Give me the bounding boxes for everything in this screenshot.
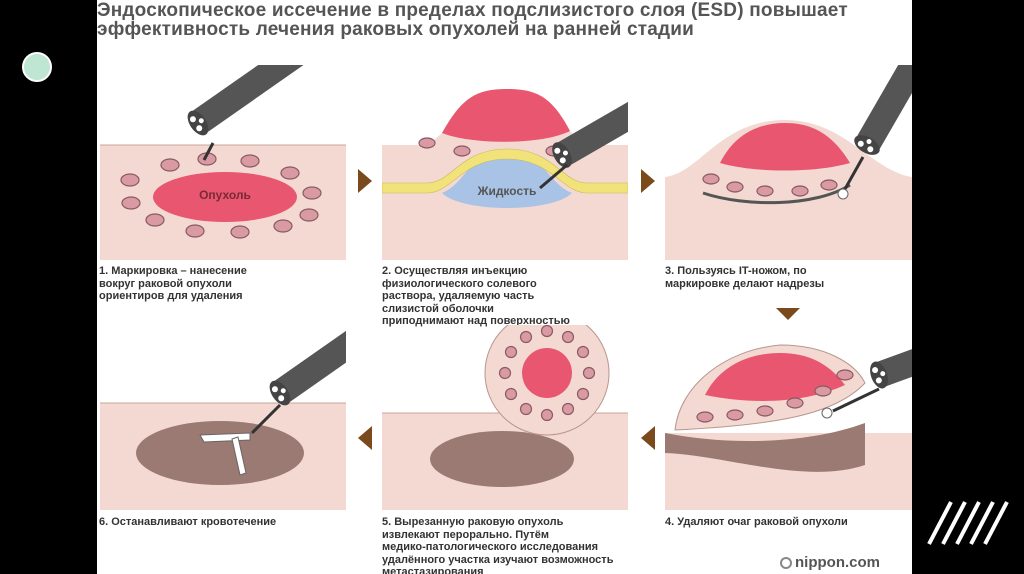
step-5-caption: 5. Вырезанную раковую опухоль извлекают … bbox=[382, 516, 614, 574]
arrow-right-2 bbox=[641, 169, 655, 193]
panel-step-3 bbox=[665, 65, 912, 260]
panel-step-5 bbox=[382, 325, 628, 510]
liquid-label: Жидкость bbox=[477, 184, 537, 198]
endoscope-icon bbox=[269, 325, 346, 406]
arrow-left-1 bbox=[358, 426, 372, 450]
watermark: nippon.com bbox=[780, 554, 880, 571]
endoscope-icon bbox=[187, 65, 327, 136]
step-2-caption: 2. Осуществляя инъекцию физиологического… bbox=[382, 265, 570, 327]
step-3-caption: 3. Пользуясь IT-ножом, по маркировке дел… bbox=[665, 265, 825, 290]
endoscope-icon bbox=[870, 325, 912, 389]
step-3-illustration bbox=[665, 65, 912, 260]
page-title: Эндоскопическое иссечение в пределах под… bbox=[97, 0, 848, 40]
arrow-right-1 bbox=[358, 169, 372, 193]
arrow-down bbox=[776, 308, 800, 320]
panel-step-1 bbox=[100, 65, 346, 260]
arrow-left-2 bbox=[641, 426, 655, 450]
tumor-label: Опухоль bbox=[199, 188, 251, 202]
panel-step-6 bbox=[100, 325, 346, 510]
nippon-logo-icon bbox=[780, 557, 792, 570]
step-6-caption: 6. Останавливают кровотечение bbox=[99, 516, 277, 528]
step-5-illustration bbox=[382, 325, 628, 510]
panel-step-4 bbox=[665, 325, 912, 510]
step-6-illustration bbox=[100, 325, 346, 510]
step-4-illustration bbox=[665, 325, 912, 510]
stripes-icon bbox=[927, 501, 1009, 545]
step-4-caption: 4. Удаляют очаг раковой опухоли bbox=[665, 516, 848, 528]
step-1-caption: 1. Маркировка – нанесение вокруг раковой… bbox=[99, 265, 247, 302]
step-1-illustration bbox=[100, 65, 346, 260]
endoscope-icon bbox=[552, 70, 628, 168]
panel-step-2: Жидкость bbox=[382, 65, 628, 260]
step-2-illustration: Жидкость bbox=[382, 70, 628, 260]
slide: Эндоскопическое иссечение в пределах под… bbox=[97, 0, 912, 574]
endoscope-icon bbox=[854, 65, 912, 155]
nav-circle-button[interactable] bbox=[22, 52, 52, 82]
